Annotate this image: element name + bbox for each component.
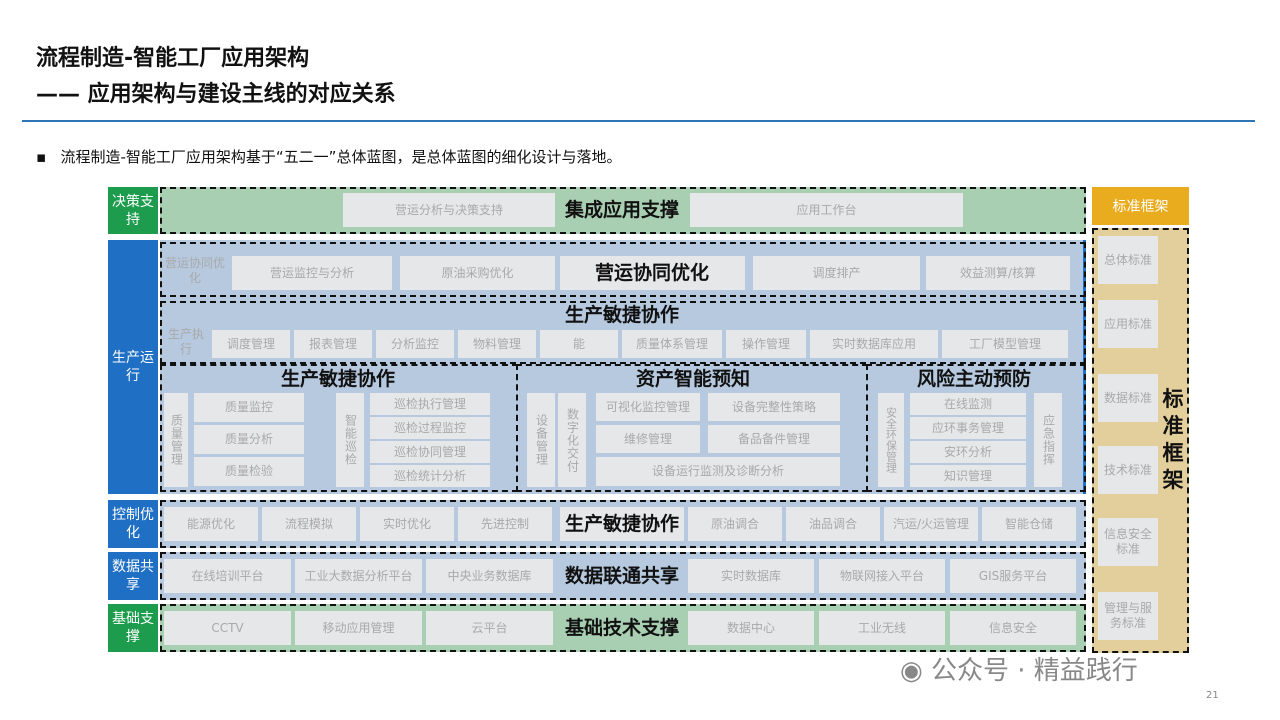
control-box: 原油调合 [688,507,782,541]
asset-box: 设备完整性策略 [708,393,840,421]
standards-box: 管理与服务标准 [1098,592,1158,640]
risk-title: 风险主动预防 [916,368,1032,390]
inspect-box: 巡检过程监控 [370,417,490,439]
watermark: ◉ 公众号 · 精益践行 [900,650,1138,687]
watermark-text: 公众号 · 精益践行 [930,656,1138,686]
data-box: GIS服务平台 [950,559,1076,593]
data-box: 中央业务数据库 [426,559,553,593]
exec-title: 生产敏捷协作 [564,304,680,326]
exec-box: 物料管理 [458,330,536,358]
asset-box: 设备运行监测及诊断分析 [596,457,840,486]
asset-title: 资产智能预知 [635,368,751,390]
inspect-box: 巡检协同管理 [370,441,490,463]
quality-title: 生产敏捷协作 [280,368,396,390]
data-box: 在线培训平台 [164,559,291,593]
inspect-label: 智能巡检 [336,393,364,487]
standards-box: 应用标准 [1098,300,1158,348]
ops-box: 营运监控与分析 [232,256,392,290]
decision-box: 营运分析与决策支持 [343,193,555,227]
control-box: 智能仓储 [982,507,1076,541]
quality-box: 质量监控 [194,393,304,422]
ops-box: 原油采购优化 [400,256,555,290]
ops-box: 调度排产 [753,256,920,290]
base-box: 工业无线 [819,611,945,645]
risk-box: 应环事务管理 [910,417,1026,439]
bullet-label: 流程制造-智能工厂应用架构基于“五二一”总体蓝图，是总体蓝图的细化设计与落地。 [60,148,622,166]
base-box: 云平台 [426,611,553,645]
data-box: 实时数据库 [688,559,814,593]
standards-box: 技术标准 [1098,446,1158,494]
inspect-box: 巡检执行管理 [370,393,490,415]
base-box: 移动应用管理 [295,611,422,645]
exec-box: 实时数据库应用 [810,330,938,358]
bullet-text: ▪ 流程制造-智能工厂应用架构基于“五二一”总体蓝图，是总体蓝图的细化设计与落地… [36,146,621,167]
label-control: 控制优化 [108,500,158,548]
ops-title: 营运协同优化 [594,262,710,284]
control-box: 先进控制 [458,507,552,541]
decision-box: 应用工作台 [690,193,963,227]
base-box: 数据中心 [688,611,814,645]
risk-box: 在线监测 [910,393,1026,415]
exec-box: 能 [540,330,618,358]
asset-label: 设备管理 [527,393,555,487]
control-box [560,507,684,541]
slide-title: 流程制造-智能工厂应用架构 [36,46,310,71]
ops-label: 营运协同优化 [164,256,225,285]
standards-column [1092,228,1189,653]
risk-box: 知识管理 [910,465,1026,487]
control-title: 生产敏捷协作 [564,513,680,535]
data-title: 数据联通共享 [564,565,680,587]
base-box: 信息安全 [950,611,1076,645]
control-box: 油品调合 [786,507,880,541]
ops-box [560,256,745,290]
exec-box: 操作管理 [726,330,806,358]
wechat-icon: ◉ [900,656,931,686]
control-box: 能源优化 [164,507,258,541]
base-title: 基础技术支撑 [564,617,680,639]
asset-box: 维修管理 [596,425,700,453]
control-box: 流程模拟 [262,507,356,541]
control-box: 汽运/火运管理 [884,507,978,541]
standards-header: 标准框架 [1092,187,1189,225]
base-box: CCTV [164,611,291,645]
asset-label-2: 数字化交付 [558,393,586,487]
risk-label-2: 应急指挥 [1034,393,1062,487]
standards-box: 总体标准 [1098,236,1158,284]
risk-panel [866,364,1086,492]
risk-box: 安环分析 [910,441,1026,463]
control-box: 实时优化 [360,507,454,541]
ops-row [160,242,1086,297]
data-box: 工业大数据分析平台 [295,559,422,593]
asset-box: 备品备件管理 [708,425,840,453]
exec-box: 分析监控 [376,330,454,358]
quality-box: 质量分析 [194,425,304,454]
quality-box: 质量检验 [194,457,304,486]
exec-row [160,301,1086,364]
page-number: 21 [1206,690,1219,701]
slide-subtitle: —— 应用架构与建设主线的对应关系 [36,82,396,107]
label-production: 生产运行 [108,240,158,494]
asset-box: 可视化监控管理 [596,393,700,421]
label-base: 基础支撑 [108,604,158,652]
exec-box: 质量体系管理 [622,330,722,358]
data-box: 物联网接入平台 [819,559,945,593]
standards-box: 数据标准 [1098,374,1158,422]
decision-title: 集成应用支撑 [564,199,680,221]
quality-label: 质量管理 [164,393,188,487]
standards-big-title: 标准框架 [1162,387,1184,492]
standards-box: 信息安全标准 [1098,518,1158,566]
exec-box: 工厂模型管理 [942,330,1068,358]
label-data: 数据共享 [108,552,158,600]
risk-label: 安全环保管理 [878,393,904,487]
exec-label: 生产执行 [167,327,204,356]
divider [22,120,1255,122]
ops-box: 效益测算/核算 [926,256,1070,290]
inspect-box: 巡检统计分析 [370,465,490,487]
exec-box: 报表管理 [294,330,372,358]
exec-box: 调度管理 [212,330,290,358]
bullet-icon: ▪ [36,148,61,166]
label-decision: 决策支持 [108,187,158,234]
